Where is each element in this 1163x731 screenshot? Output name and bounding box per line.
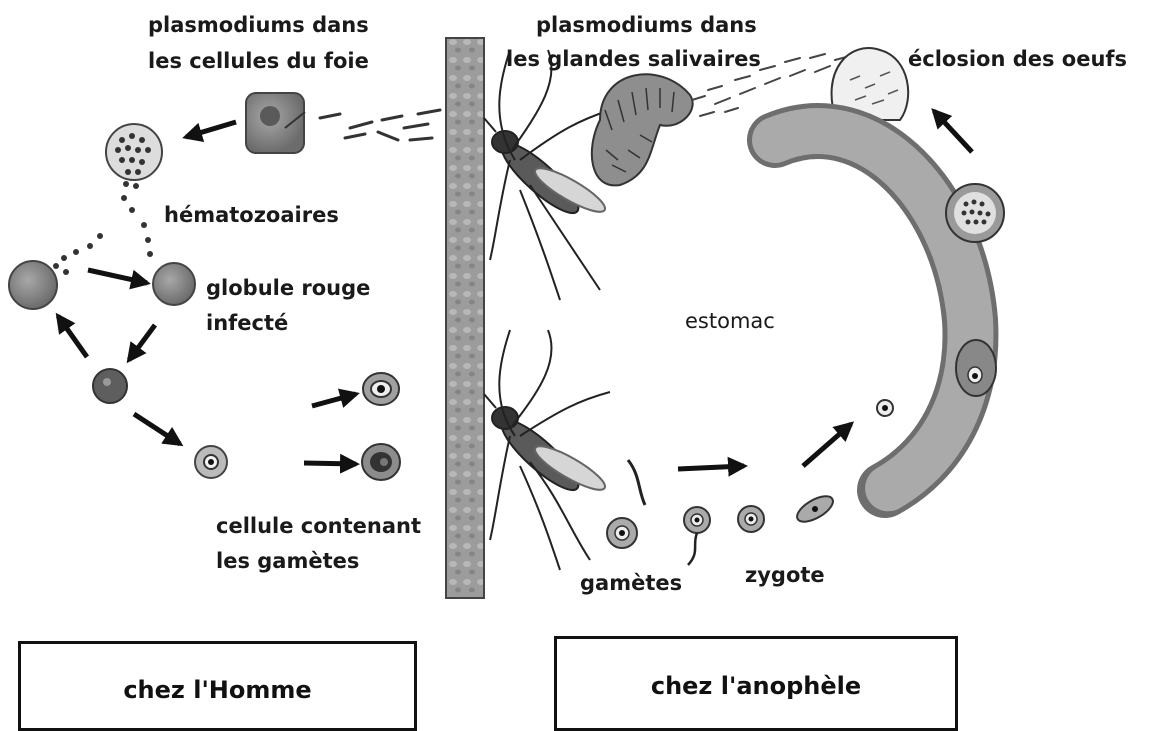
box-anopheles-host: chez l'anophèle	[554, 636, 958, 731]
label-salivary-plasmodium-2: les glandes salivaires	[506, 44, 761, 74]
label-red-cell-2: infecté	[206, 308, 288, 338]
box-human-host: chez l'Homme	[18, 641, 417, 731]
box-anopheles-label: chez l'anophèle	[557, 672, 955, 700]
box-human-label: chez l'Homme	[21, 676, 414, 704]
stomach-wall	[775, 131, 1004, 490]
label-gamete-cell-1: cellule contenant	[216, 511, 421, 541]
label-hematozoa: hématozoaires	[164, 200, 339, 230]
salivary-gland	[592, 74, 693, 185]
hematozoa-cluster	[53, 124, 162, 275]
label-red-cell-1: globule rouge	[206, 273, 370, 303]
label-egg-hatching: éclosion des oeufs	[908, 44, 1127, 74]
label-gametes: gamètes	[580, 568, 682, 598]
label-liver-plasmodium-1: plasmodiums dans	[148, 10, 369, 40]
mosquito-upper	[484, 50, 610, 300]
mosquito-gametes	[607, 460, 837, 565]
liver-cell	[246, 93, 305, 153]
label-stomach: estomac	[685, 306, 775, 336]
label-liver-plasmodium-2: les cellules du foie	[148, 46, 369, 76]
label-salivary-plasmodium-1: plasmodiums dans	[536, 10, 757, 40]
mosquito-lower	[484, 330, 610, 570]
sporozoites-human	[320, 110, 440, 140]
skin-strip	[446, 38, 484, 598]
label-gamete-cell-2: les gamètes	[216, 546, 359, 576]
label-zygote: zygote	[745, 560, 825, 590]
